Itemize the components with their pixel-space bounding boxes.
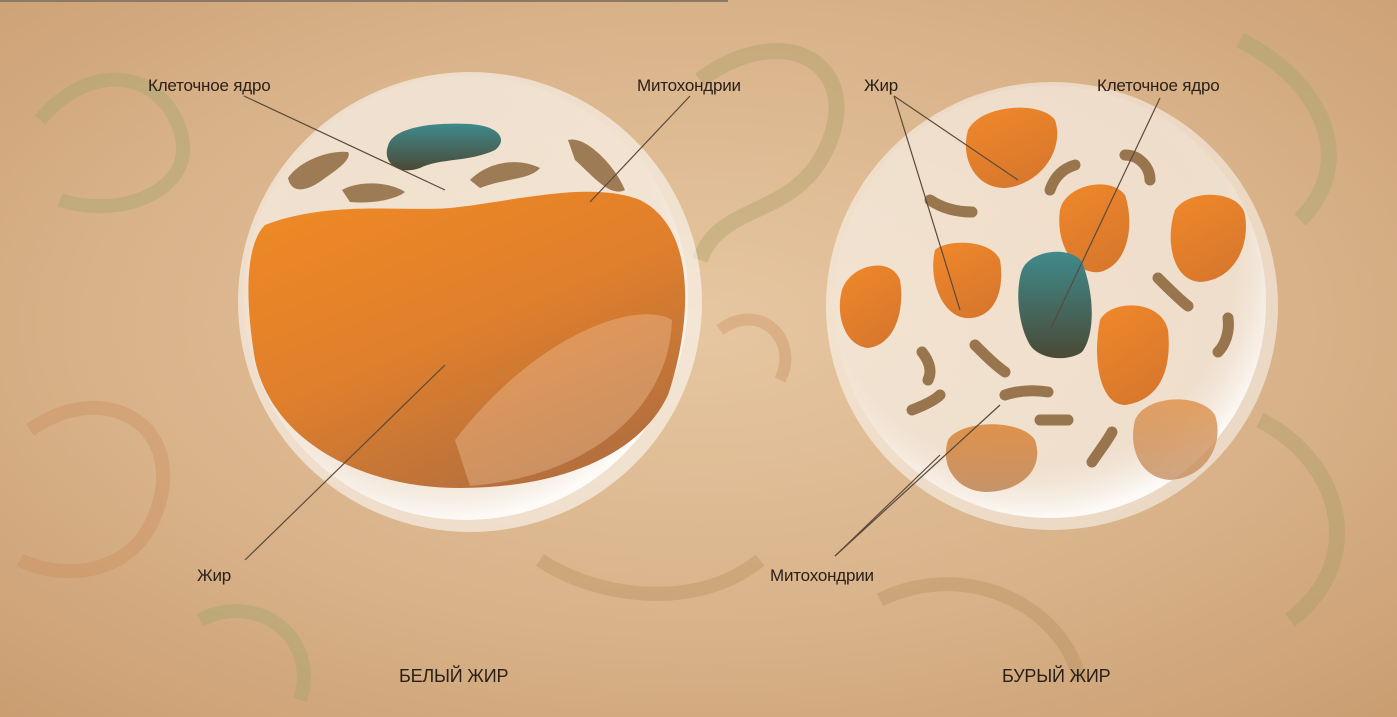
white-fat-caption: БЕЛЫЙ ЖИР xyxy=(399,666,508,687)
white-fat-nucleus-label: Клеточное ядро xyxy=(148,76,271,96)
brown-fat-mitochondria-label: Митохондрии xyxy=(770,566,874,586)
brown-fat-caption: БУРЫЙ ЖИР xyxy=(1002,666,1110,687)
brown-fat-nucleus xyxy=(1018,252,1091,358)
top-rule xyxy=(0,0,728,2)
white-fat-fat-label: Жир xyxy=(197,566,231,586)
brown-fat-nucleus-label: Клеточное ядро xyxy=(1097,76,1220,96)
white-fat-mitochondria-label: Митохондрии xyxy=(637,76,741,96)
brown-fat-fat-label: Жир xyxy=(864,76,898,96)
white-fat-cell xyxy=(238,72,702,532)
brown-fat-cell xyxy=(826,82,1278,530)
